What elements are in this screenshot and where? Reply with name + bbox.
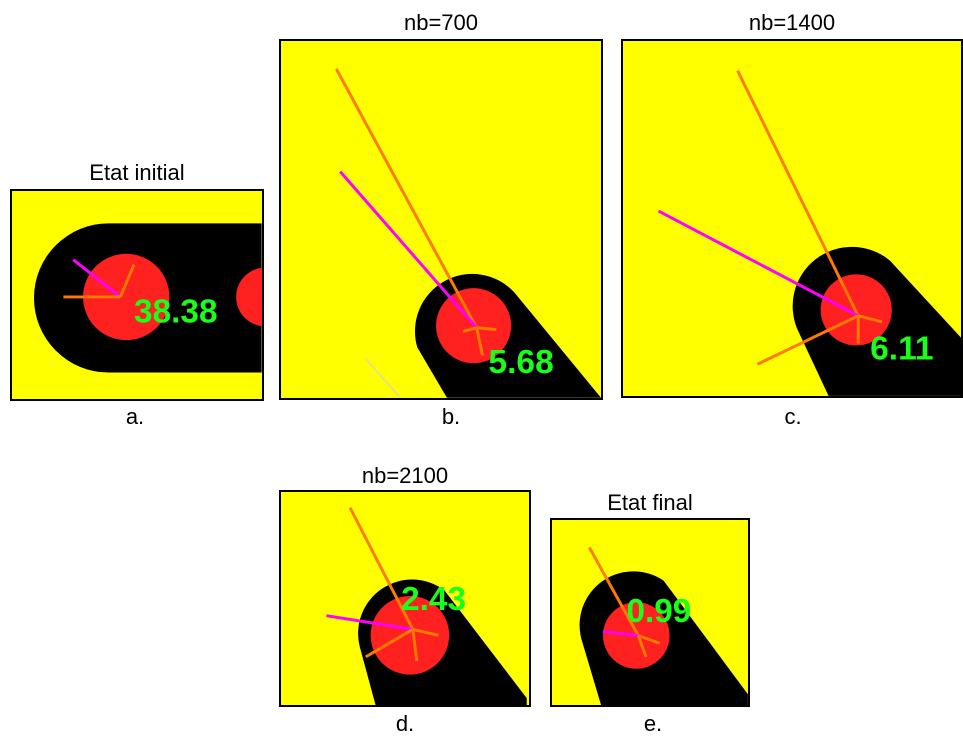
orange-direction-line: [857, 314, 883, 324]
panel-b-title: nb=700: [403, 10, 479, 35]
orange-direction-line: [588, 546, 640, 637]
orange-direction-line: [736, 70, 860, 317]
orange-direction-line: [637, 634, 661, 645]
orange-direction-line: [412, 627, 439, 637]
target-circle-adjacent: [236, 267, 262, 327]
panel-a-image: 38.38: [10, 189, 264, 401]
magenta-direction-line: [326, 614, 414, 631]
panel-b-image: 5.68: [279, 39, 603, 400]
orange-direction-line: [636, 635, 648, 658]
panel-e-title: Etat final: [607, 490, 693, 515]
orange-direction-line: [118, 264, 136, 298]
panel-e-scene: 0.99: [579, 546, 748, 705]
panel-e-image: 0.99: [550, 518, 750, 707]
orange-direction-line: [756, 314, 859, 366]
orange-direction-line: [335, 68, 478, 329]
panel-e-caption: e.: [643, 711, 663, 736]
panel-d-scene: 2.43: [326, 507, 527, 705]
orange-direction-line: [348, 507, 415, 631]
metric-value: 38.38: [134, 293, 217, 330]
orange-direction-line: [476, 326, 497, 332]
metric-value: 6.11: [870, 330, 934, 367]
metric-value: 2.43: [401, 581, 466, 618]
orange-direction-line: [364, 628, 414, 659]
panel-d-caption: d.: [395, 711, 415, 736]
panel-a-caption: a.: [125, 404, 145, 429]
panel-c-caption: c.: [784, 404, 802, 429]
metric-value: 0.99: [627, 593, 692, 630]
panel-a-scene: 38.38: [33, 223, 262, 373]
panel-a-title: Etat initial: [89, 160, 185, 185]
magenta-direction-line: [339, 170, 478, 329]
metric-value: 5.68: [488, 344, 553, 381]
panel-b-scene: 5.68: [335, 68, 601, 398]
panel-c-image: 6.11: [621, 39, 963, 398]
orange-direction-line: [462, 326, 477, 334]
panel-d-title: nb=2100: [361, 463, 449, 488]
magenta-direction-line: [72, 258, 122, 299]
panel-c-title: nb=1400: [748, 10, 836, 35]
panel-b-caption: b.: [441, 404, 461, 429]
target-circle: [370, 596, 450, 675]
panel-c-scene: 6.11: [657, 70, 961, 396]
target-circle: [83, 253, 170, 341]
panel-d-image: 2.43: [279, 490, 531, 707]
faint-trace-line: [365, 358, 401, 398]
magenta-direction-line: [602, 630, 639, 637]
magenta-direction-line: [657, 209, 859, 318]
orange-direction-line: [411, 629, 419, 662]
orange-direction-line: [475, 327, 484, 356]
